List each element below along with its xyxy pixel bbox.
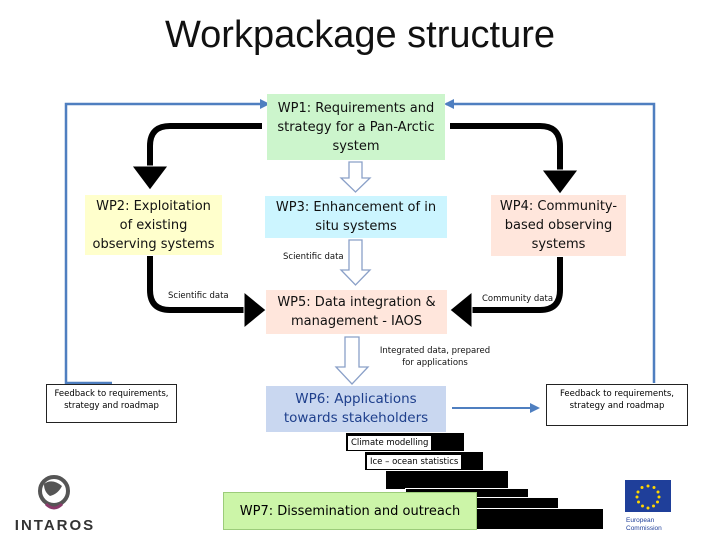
- arrow-wp4-to-wp5-head: [449, 290, 473, 330]
- feedback-box-right: Feedback to requirements, strategy and r…: [546, 384, 688, 426]
- climate-modelling-label: Climate modelling: [347, 435, 433, 451]
- wp4-box: WP4: Community-based observing systems: [491, 195, 626, 256]
- wp7-box: WP7: Dissemination and outreach: [223, 492, 477, 530]
- wp6-box: WP6: Applications towards stakeholders: [266, 386, 446, 432]
- wp5-label: WP5: Data integration & management - IAO…: [277, 295, 436, 329]
- arrow-wp1-to-wp2: [145, 121, 262, 168]
- feedback-box-left: Feedback to requirements, strategy and r…: [46, 384, 177, 423]
- arrow-wp1-to-wp2-head: [131, 165, 169, 191]
- community-data-label: Community data: [482, 294, 554, 304]
- arrow-wp1-to-wp4: [450, 121, 565, 172]
- arrow-wp2-to-wp5-head: [243, 290, 267, 330]
- integrated-data-label: Integrated data, prepared for applicatio…: [379, 346, 491, 368]
- arrow-wp4-to-wp5-core: [470, 257, 563, 313]
- page-title: Workpackage structure: [164, 14, 556, 56]
- arrow-wp5-to-wp6: [334, 336, 370, 385]
- wp1-label: WP1: Requirements and strategy for a Pan…: [277, 100, 435, 154]
- scientific-data-left-label: Scientific data: [168, 291, 229, 301]
- wp4-label: WP4: Community-based observing systems: [499, 199, 618, 252]
- wp2-box: WP2: Exploitation of existing observing …: [85, 195, 222, 255]
- feedback-line-right: [444, 99, 656, 383]
- arrow-wp1-to-wp4-core: [450, 123, 563, 172]
- wp6-label: WP6: Applications towards stakeholders: [283, 391, 429, 426]
- arrow-wp1-to-wp3: [339, 161, 372, 193]
- intaros-logo: INTAROS: [6, 474, 104, 534]
- wp2-label: WP2: Exploitation of existing observing …: [92, 198, 215, 252]
- feedback-line-left: [64, 99, 270, 385]
- arrow-wp1-to-wp2-core: [147, 123, 262, 168]
- intaros-logo-text: INTAROS: [15, 517, 95, 534]
- wp3-label: WP3: Enhancement of in situ systems: [275, 200, 437, 234]
- wp1-box: WP1: Requirements and strategy for a Pan…: [267, 94, 445, 160]
- scientific-data-mid-label: Scientific data: [283, 252, 344, 262]
- wp7-label: WP7: Dissemination and outreach: [239, 503, 461, 519]
- arrow-wp2-to-wp5-core: [147, 256, 246, 313]
- wp3-box: WP3: Enhancement of in situ systems: [265, 196, 447, 238]
- arrow-wp1-to-wp4-head: [541, 169, 579, 195]
- wp5-box: WP5: Data integration & management - IAO…: [266, 290, 447, 334]
- intaros-emblem-icon: INTAROS: [6, 474, 104, 534]
- ice-ocean-label: Ice – ocean statistics: [366, 454, 463, 470]
- output-step-3: [385, 470, 509, 490]
- arrow-wp3-to-wp5: [339, 239, 372, 286]
